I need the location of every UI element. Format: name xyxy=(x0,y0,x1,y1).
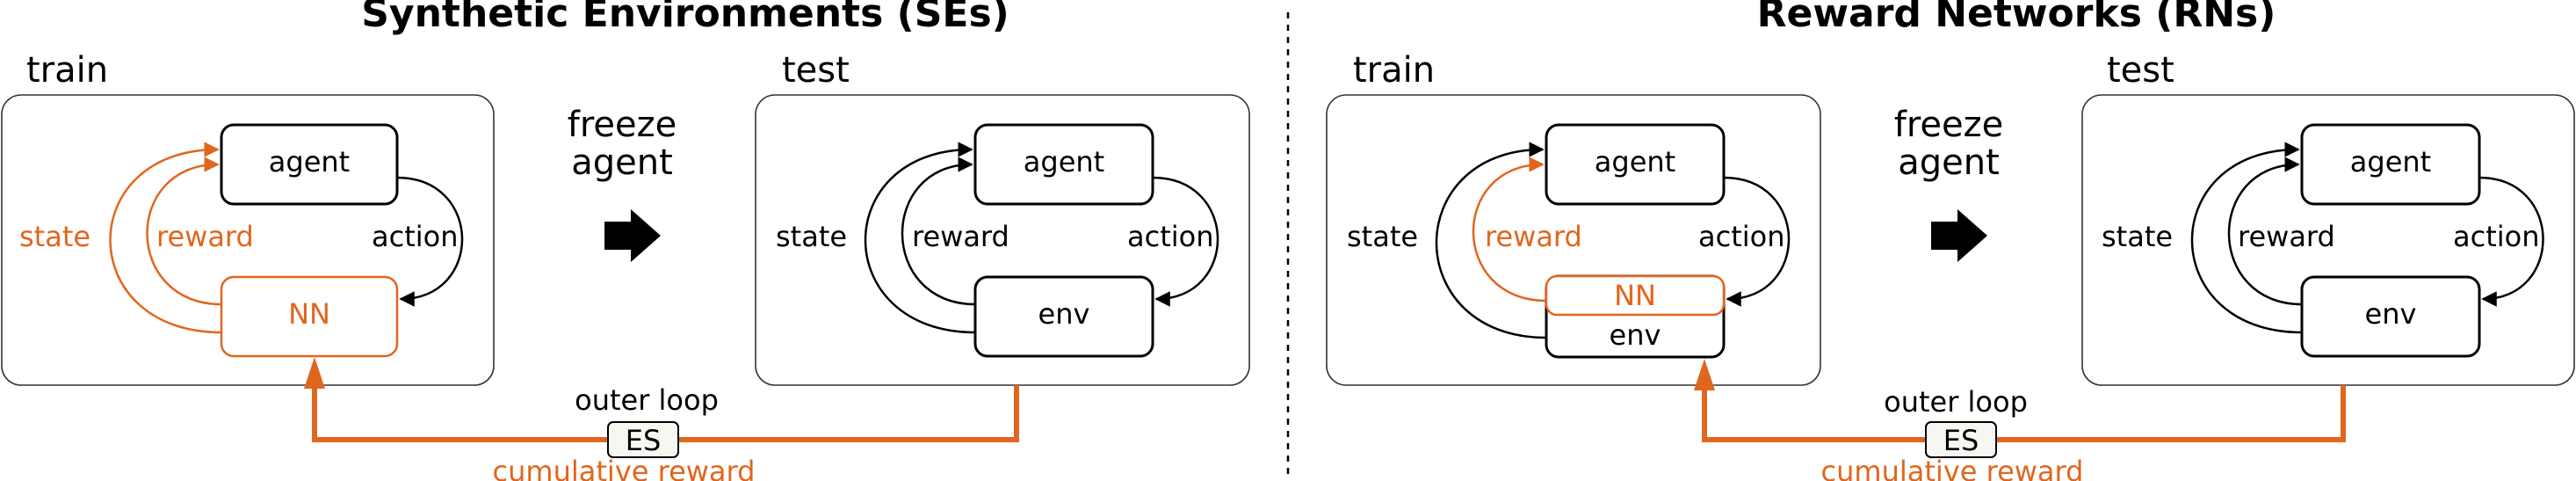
se-outer-loop-arrowhead xyxy=(304,357,325,389)
rn-test-heading: test xyxy=(2107,50,2174,91)
rn-test-state-label: state xyxy=(2102,220,2173,253)
se-train-state-label: state xyxy=(19,220,90,253)
se-train-panel: train agent NN action reward state xyxy=(1,50,495,386)
se-train-agent-label: agent xyxy=(269,145,350,179)
rn-train-state-arrow xyxy=(1435,142,1547,339)
rn-train-agent-node xyxy=(1545,123,1726,206)
rn-train-nn-label: NN xyxy=(1614,279,1656,312)
se-es-label: ES xyxy=(626,424,662,457)
rn-freeze-agent: freeze agent xyxy=(1894,105,2003,262)
rn-test-env-node xyxy=(2300,275,2481,358)
rn-test-panel: test agent env action reward state xyxy=(2081,50,2575,386)
se-train-reward-label: reward xyxy=(156,220,254,253)
rn-train-action-arrow xyxy=(1723,176,1791,307)
rn-train-action-label: action xyxy=(1698,220,1785,253)
rn-es-box xyxy=(1925,421,1997,458)
se-test-state-label: state xyxy=(776,220,847,253)
rn-train-panel: train agent NN env action reward state xyxy=(1326,50,1821,386)
rn-train-heading: train xyxy=(1353,50,1435,91)
rn-test-state-arrow xyxy=(2190,142,2303,334)
se-train-action-label: action xyxy=(372,220,459,253)
se-train-nn-node xyxy=(220,275,399,358)
se-test-action-arrow xyxy=(1152,176,1219,307)
rn-test-agent-node xyxy=(2300,123,2481,206)
rn-freeze-line1: freeze xyxy=(1894,105,2003,145)
rn-cumulative-reward-label: cumulative reward xyxy=(1821,455,2084,481)
se-test-reward-arrow xyxy=(901,157,976,306)
rn-train-reward-label: reward xyxy=(1485,220,1582,253)
se-test-env-label: env xyxy=(1038,297,1090,331)
rn-test-action-label: action xyxy=(2453,220,2540,253)
rn-es-label: ES xyxy=(1943,424,1979,457)
rn-test-action-arrow xyxy=(2478,176,2544,307)
se-train-heading: train xyxy=(26,50,108,91)
rn-test-reward-label: reward xyxy=(2238,220,2335,253)
se-freeze-agent: freeze agent xyxy=(568,105,677,262)
rn-freeze-arrow-icon xyxy=(1931,209,1987,262)
se-test-env-node xyxy=(973,275,1154,358)
rn-train-nn-node xyxy=(1545,274,1726,317)
rn-test-agent-label: agent xyxy=(2350,145,2431,179)
se-test-agent-node xyxy=(973,123,1154,206)
rn-test-env-label: env xyxy=(2365,297,2417,331)
rn-outer-loop: outer loop ES cumulative reward xyxy=(1694,359,2346,481)
se-freeze-line2: agent xyxy=(571,142,673,183)
se-test-heading: test xyxy=(782,50,850,91)
se-train-nn-label: NN xyxy=(288,297,330,331)
se-outer-loop-label: outer loop xyxy=(575,383,719,417)
rn-test-reward-arrow xyxy=(2227,157,2303,306)
rn-train-env-label: env xyxy=(1610,318,1661,352)
rn-train-state-label: state xyxy=(1347,220,1418,253)
se-test-action-label: action xyxy=(1127,220,1214,253)
rn-outer-loop-line xyxy=(1702,385,2346,442)
se-train-state-arrow xyxy=(109,142,222,334)
rn-train-agent-label: agent xyxy=(1595,145,1675,179)
se-outer-loop: outer loop ES cumulative reward xyxy=(304,357,1019,481)
rn-outer-loop-arrowhead xyxy=(1694,359,1715,390)
se-title: Synthetic Environments (SEs) xyxy=(361,0,1009,36)
se-freeze-arrow-icon xyxy=(604,209,661,262)
se-test-state-arrow xyxy=(864,142,976,334)
rn-title: Reward Networks (RNs) xyxy=(1757,0,2276,36)
rn-train-reward-arrow xyxy=(1472,157,1547,302)
se-freeze-line1: freeze xyxy=(568,105,677,145)
se-train-agent-node xyxy=(220,123,399,206)
se-train-reward-arrow xyxy=(146,157,222,306)
se-train-action-arrow xyxy=(396,176,464,307)
se-test-agent-label: agent xyxy=(1024,145,1104,179)
se-test-reward-label: reward xyxy=(912,220,1009,253)
rn-freeze-line2: agent xyxy=(1898,142,2000,183)
se-test-panel: test agent env action reward state xyxy=(755,50,1250,386)
se-es-box xyxy=(607,421,679,458)
se-cumulative-reward-label: cumulative reward xyxy=(493,455,756,481)
rn-outer-loop-label: outer loop xyxy=(1884,385,2028,419)
